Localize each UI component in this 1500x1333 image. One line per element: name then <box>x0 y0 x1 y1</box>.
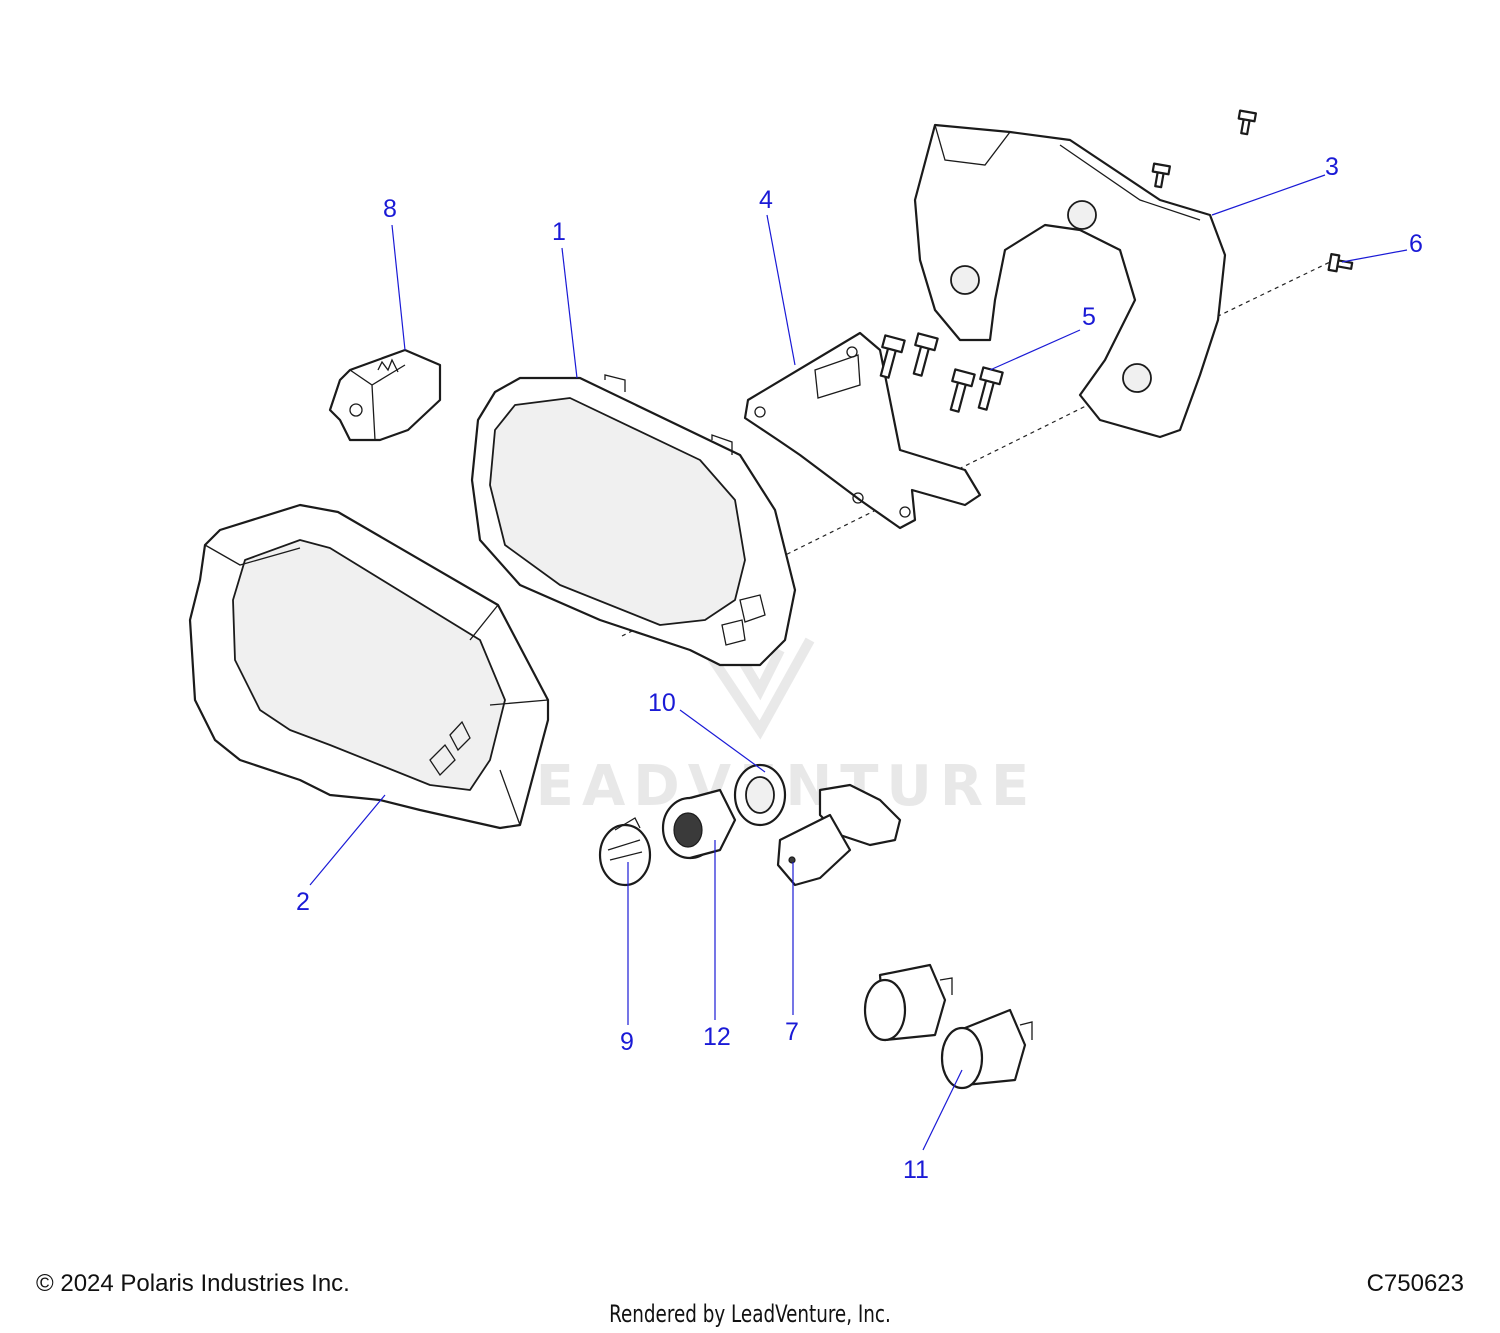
part-cap <box>598 817 652 887</box>
drawing-id: C750623 <box>1366 1270 1464 1297</box>
leader-lines <box>309 174 1408 1151</box>
callout-7: 7 <box>785 1018 799 1046</box>
part-key-switch <box>776 783 902 887</box>
part-screws-6 <box>1151 109 1354 273</box>
callout-12: 12 <box>703 1023 731 1051</box>
callouts: 1 2 3 4 5 6 7 8 9 10 11 12 <box>296 153 1423 1184</box>
callout-1: 1 <box>552 218 566 246</box>
part-socket <box>661 788 737 860</box>
part-bracket <box>743 331 982 530</box>
part-nut <box>733 763 787 827</box>
callout-8: 8 <box>383 195 397 223</box>
part-rear-housing <box>913 123 1227 439</box>
part-outlets <box>863 963 1033 1090</box>
callout-5: 5 <box>1082 303 1096 331</box>
callout-9: 9 <box>620 1028 634 1056</box>
callout-11: 11 <box>903 1156 929 1184</box>
callout-4: 4 <box>759 186 773 214</box>
callout-3: 3 <box>1325 153 1339 181</box>
part-instrument-cluster <box>470 374 797 667</box>
copyright-text: © 2024 Polaris Industries Inc. <box>36 1270 350 1297</box>
part-switch <box>328 348 442 442</box>
part-screws-5 <box>879 332 1004 413</box>
callout-10: 10 <box>648 689 676 717</box>
callout-2: 2 <box>296 888 310 916</box>
callout-6: 6 <box>1409 230 1423 258</box>
rendered-by-text: Rendered by LeadVenture, Inc. <box>609 1300 891 1328</box>
part-bezel <box>188 503 550 830</box>
